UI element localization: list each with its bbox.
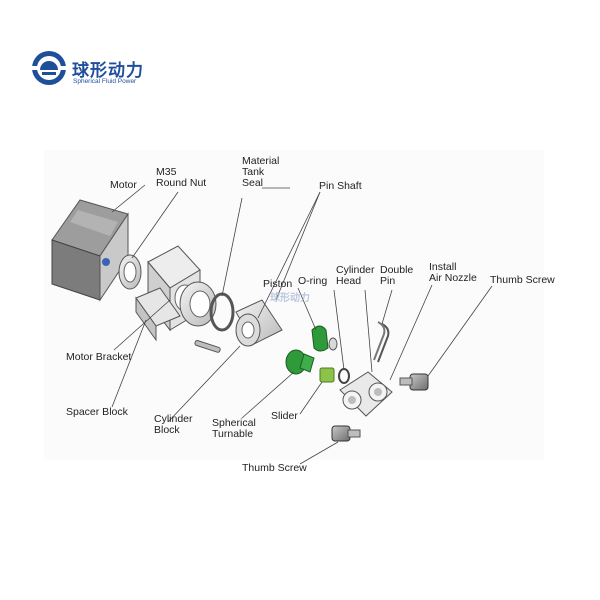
label-cylinder-head: Cylinder Head: [336, 264, 375, 287]
piston-part: [311, 325, 338, 352]
slider-part: [319, 367, 335, 383]
label-thumb-screw-bottom: Thumb Screw: [242, 462, 307, 474]
label-slider: Slider: [271, 410, 298, 422]
label-install-air-nozzle: Install Air Nozzle: [429, 261, 477, 284]
label-cylinder-block: Cylinder Block: [154, 413, 193, 436]
double-pin-part: [373, 321, 390, 363]
label-motor-bracket: Motor Bracket: [66, 351, 132, 363]
spherical-turnable-part: [285, 349, 315, 375]
diagram-background: [44, 150, 544, 460]
brand-name-cn: 球形动力: [72, 61, 144, 81]
spacer-block-part: [135, 287, 181, 342]
label-material-tank-seal: Material Tank Seal: [242, 155, 280, 189]
o-ring-part: [338, 368, 350, 384]
thumb-screw-bottom-part: [331, 425, 361, 442]
label-spherical-turnable: Spherical Turnable: [212, 417, 256, 440]
leader-lines: [111, 184, 493, 465]
spherical-logo-icon: [32, 51, 66, 85]
label-round-nut: M35 Round Nut: [156, 166, 207, 189]
motor-part: [51, 199, 129, 302]
cylinder-block-part: [179, 281, 221, 353]
label-thumb-screw-top: Thumb Screw: [490, 274, 555, 286]
label-piston: Piston: [263, 278, 293, 290]
label-pin-shaft: Pin Shaft: [319, 180, 362, 192]
label-spacer-block: Spacer Block: [66, 406, 128, 418]
thumb-screw-right-part: [399, 373, 429, 391]
label-double-pin: Double Pin: [380, 264, 414, 287]
watermark-text: 球形动力: [270, 293, 310, 304]
round-nut-part: [118, 254, 142, 290]
cylinder-head-part: [339, 371, 393, 417]
material-tank-part: [235, 299, 283, 347]
label-o-ring: O-ring: [298, 275, 328, 287]
brand-name-en: Spherical Fluid Power: [73, 78, 137, 85]
label-motor: Motor: [110, 179, 137, 191]
